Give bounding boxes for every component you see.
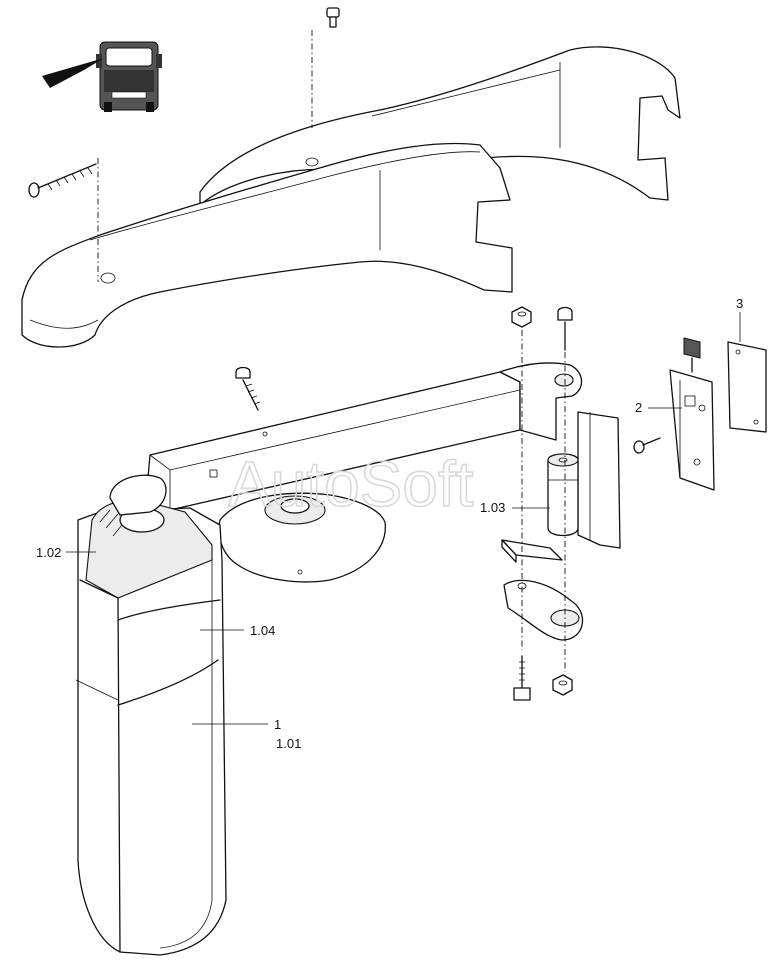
cover-screw-top <box>326 7 340 28</box>
swivel-base <box>218 492 386 583</box>
cover-screw-left <box>28 163 97 198</box>
callout-2: 2 <box>635 400 642 415</box>
hinge-clamp <box>503 579 584 641</box>
hinge-nut-top <box>511 306 532 328</box>
bracket-screw <box>633 437 661 454</box>
callout-1-02: 1.02 <box>36 545 61 560</box>
plate-part-3 <box>727 341 767 433</box>
mirror-cover <box>21 46 681 348</box>
callout-1: 1 <box>274 717 281 732</box>
callout-3: 3 <box>736 296 743 311</box>
arm-bolt <box>235 366 261 411</box>
hinge-plate <box>501 539 563 563</box>
callout-1-01: 1.01 <box>276 736 301 751</box>
mirror-head <box>75 474 227 956</box>
mirror-arm <box>145 362 583 511</box>
heater-plate <box>669 337 715 491</box>
locator-arrow-icon <box>42 58 104 88</box>
hinge-bolt-top <box>557 306 573 351</box>
hinge-bracket <box>547 411 621 549</box>
watermark: AutoSoft <box>228 448 474 520</box>
hinge-nut-bottom <box>552 674 573 696</box>
hinge-bolt-bottom <box>513 655 531 701</box>
callout-1-04: 1.04 <box>250 623 275 638</box>
callout-1-03: 1.03 <box>480 500 505 515</box>
truck-locator-icon <box>96 41 162 112</box>
